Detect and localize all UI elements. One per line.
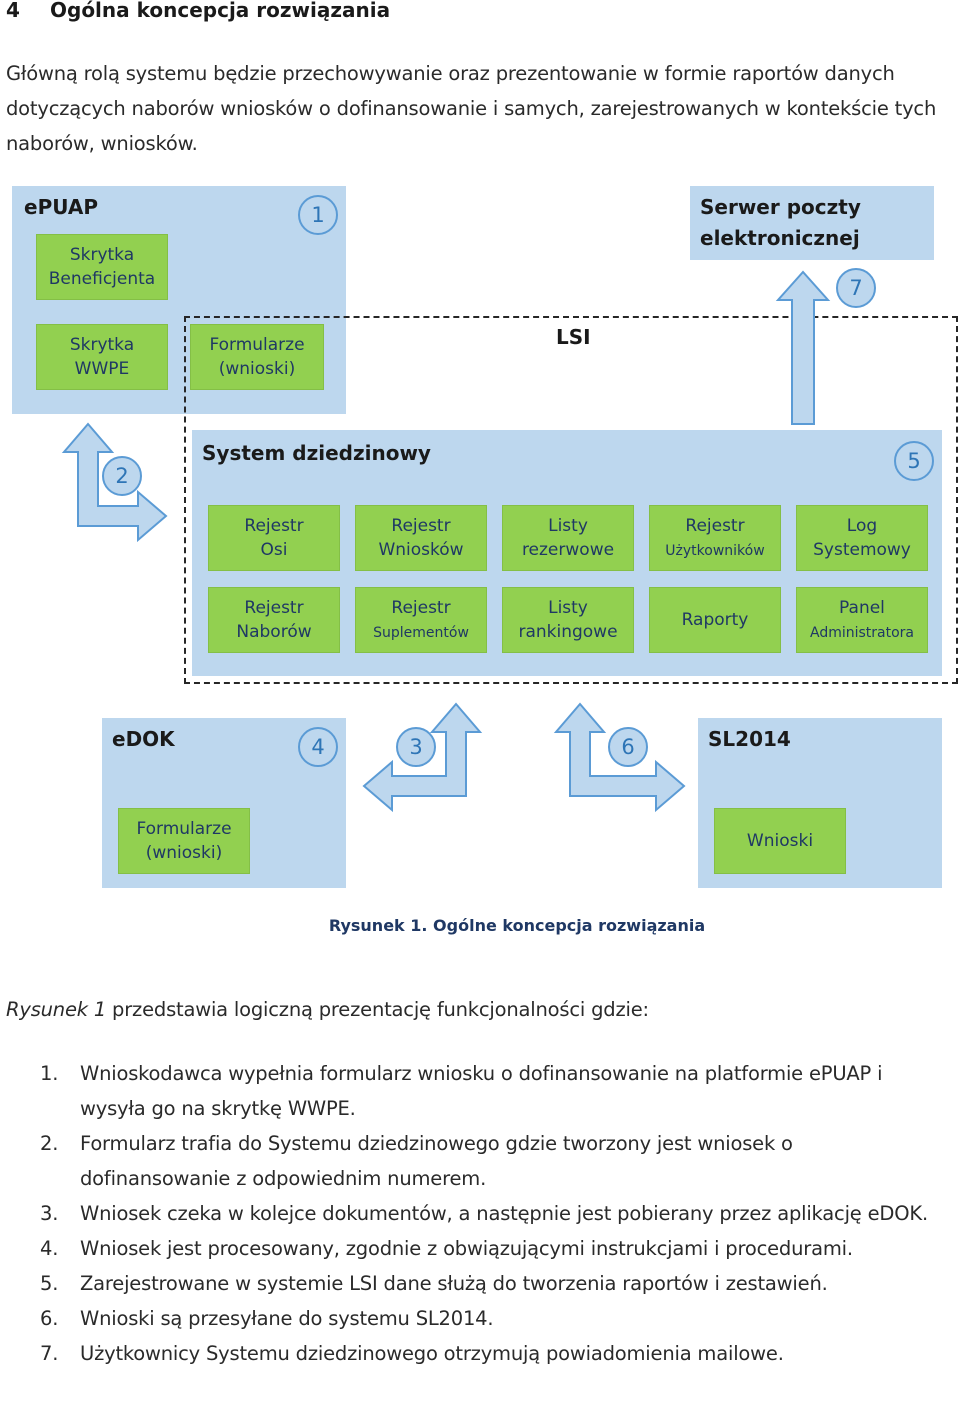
arrow-2-bend: [61, 422, 168, 543]
mail-server-title: Serwer poczty elektronicznej: [700, 195, 861, 250]
skrytka-wwpe-box: Skrytka WWPE: [36, 324, 168, 390]
list-item: 5. Zarejestrowane w systemie LSI dane sł…: [40, 1272, 828, 1295]
marker-2: 2: [102, 456, 142, 496]
lsi-boundary: [184, 316, 958, 684]
lead-paragraph: Rysunek 1 przedstawia logiczną prezentac…: [6, 998, 649, 1021]
arrow-6-bend: [553, 702, 686, 813]
list-item: 7.Użytkownicy Systemu dziedzinowego otrz…: [40, 1342, 784, 1365]
steps-list: 1.Wnioskodawca wypełnia formularz wniosk…: [0, 1056, 960, 1371]
flow-arrows: [61, 270, 831, 813]
edok-title: eDOK: [112, 727, 175, 751]
marker-7: 7: [836, 268, 876, 308]
arrow-3-bend: [362, 702, 483, 813]
marker-4: 4: [298, 727, 338, 767]
section-number: 4: [6, 0, 20, 22]
marker-1: 1: [298, 195, 338, 235]
list-item: 4.Wniosek jest procesowany, zgodnie z ob…: [40, 1237, 853, 1260]
lead-text: przedstawia logiczną prezentację funkcjo…: [106, 998, 649, 1021]
figure-caption: Rysunek 1. Ogólne koncepcja rozwiązania: [328, 916, 706, 935]
wnioski-sl-box: Wnioski: [714, 808, 846, 874]
section-title: Ogólna koncepcja rozwiązania: [50, 0, 391, 22]
formularze-edok-box: Formularze (wnioski): [118, 808, 250, 874]
lsi-label: LSI: [556, 325, 591, 349]
intro-paragraph: Główną rolą systemu będzie przechowywani…: [6, 62, 937, 155]
list-item: 2.Formularz trafia do Systemu dziedzinow…: [40, 1132, 793, 1190]
marker-6: 6: [608, 727, 648, 767]
list-item: 3.Wniosek czeka w kolejce dokumentów, a …: [40, 1202, 928, 1225]
section-heading: 4 Ogólna koncepcja rozwiązania: [6, 0, 390, 22]
marker-3: 3: [396, 727, 436, 767]
list-item: 1.Wnioskodawca wypełnia formularz wniosk…: [40, 1062, 883, 1120]
marker-5: 5: [894, 441, 934, 481]
mail-server-box: [690, 186, 934, 260]
skrytka-beneficjenta-box: Skrytka Beneficjenta: [36, 234, 168, 300]
domain-system-title: System dziedzinowy: [202, 441, 431, 465]
figure-reference: Rysunek 1: [6, 998, 107, 1021]
module-raporty: Raporty: [649, 587, 781, 653]
list-item: 6.Wnioski są przesyłane do systemu SL201…: [40, 1307, 494, 1330]
arrow-7-up: [775, 270, 831, 425]
architecture-diagram: ePUAP Skrytka Beneficjenta Skrytka WWPE …: [12, 186, 958, 888]
epuap-title: ePUAP: [24, 195, 98, 219]
sl2014-title: SL2014: [708, 727, 791, 751]
formularze-epuap-box: Formularze (wnioski): [190, 324, 324, 390]
